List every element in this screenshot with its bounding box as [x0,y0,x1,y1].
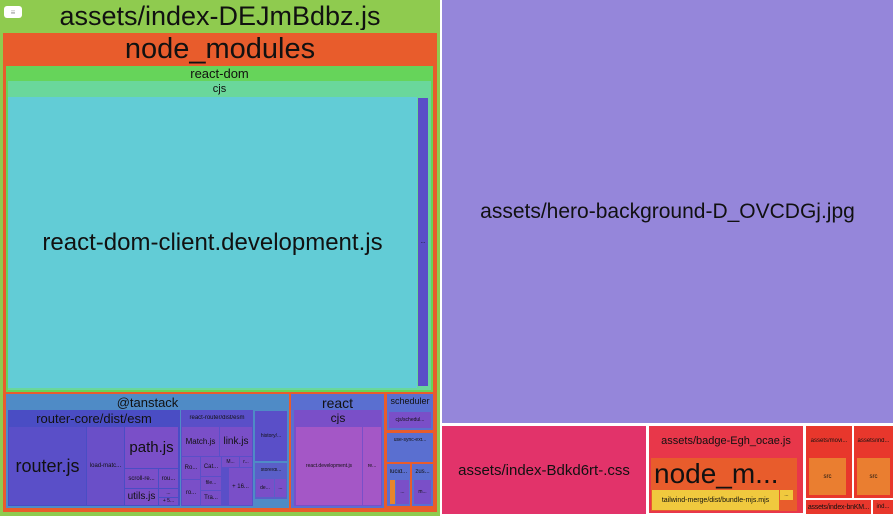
menu-button[interactable]: ≡ [4,6,22,18]
react-dom-client-label: react-dom-client.development.js [42,228,383,256]
tanstack-label: @tanstack [116,396,179,409]
ind-src-label: src [869,473,878,480]
dots2[interactable]: ... [275,479,286,497]
hero-label: assets/hero-background-D_OVCDGj.jpg [480,200,855,223]
de-label: de... [260,484,270,491]
ro1-label: Ro... [184,465,198,471]
zustand-m[interactable]: m... [414,480,431,504]
file-label: file... [205,480,217,486]
react-dom-label: react-dom [190,67,249,80]
dots[interactable]: ... [159,489,178,497]
react-re-label: re... [367,462,377,469]
react-cjs-label: cjs [330,412,346,424]
react-router-label: react-router/dist/esm [189,415,245,421]
movi-src[interactable]: src [809,458,846,495]
hamburger-icon: ≡ [10,7,16,17]
ind-label: assets/ind... [857,438,890,444]
path-js[interactable]: path.js [125,427,178,468]
ind2-label: ind... [876,504,890,510]
utils-js-label: utils.js [127,491,156,502]
react-re[interactable]: re... [363,427,381,505]
chunk-index-bn[interactable]: assets/index-bnKM... [806,500,871,514]
cat[interactable]: Cat... [201,457,221,476]
react-dom-client[interactable]: react-dom-client.development.js [8,97,417,388]
ind-src[interactable]: src [857,458,890,495]
chunk-index-css[interactable]: assets/index-Bdkd6rt-.css [442,426,646,514]
tailwind-more-label: ... [784,491,789,498]
scroll-re-label: scroll-re... [128,475,155,482]
link-js-label: link.js [223,435,249,447]
movi-src-label: src [823,473,832,480]
chunk-ind2[interactable]: ind... [873,500,893,514]
badge-node-modules-label: node_m... [654,458,779,489]
dots2-label: ... [278,484,283,491]
node-modules-label: node_modules [124,35,316,64]
use-sync-label: use-sync-ext... [393,438,427,443]
chunk-main-js-label: assets/index-DEJmBdbz.js [59,3,381,30]
rou-label: rou... [161,475,176,482]
store-label: store/di... [260,468,282,473]
react-label: react [321,396,354,410]
lucide-more-label: ... [400,488,405,495]
css-label: assets/index-Bdkd6rt-.css [458,461,630,479]
plus5[interactable]: + 5... [159,498,178,505]
badge-label: assets/badge-Egh_ocae.js [661,436,791,447]
tailwind-label: tailwind-merge/dist/bundle-mjs.mjs [661,496,770,504]
use-sync[interactable]: use-sync-ext... [387,433,433,462]
lucide-orange[interactable] [390,480,395,504]
dots-label: ... [166,489,171,496]
plus16-label: + 16... [232,483,249,490]
r[interactable]: r... [240,457,252,467]
lucide-label: lucid... [389,469,408,475]
cat-label: Cat... [203,463,219,470]
chunk-hero-jpg[interactable]: assets/hero-background-D_OVCDGj.jpg [442,0,893,423]
scheduler-cjs-label: cjs/schedul... [395,416,425,423]
zustand-m-label: m... [418,488,427,495]
scroll-re[interactable]: scroll-re... [125,469,158,488]
load-match[interactable]: load-matc... [87,427,124,505]
history-label: history/... [260,432,282,439]
history[interactable]: history/... [255,411,287,461]
index-bn-label: assets/index-bnKM... [807,503,870,511]
tra[interactable]: Tra... [201,491,221,505]
tra-label: Tra... [204,495,218,501]
match-js-label: Match.js [185,436,216,446]
load-match-label: load-matc... [89,463,122,469]
link-js[interactable]: link.js [220,427,252,456]
tailwind-more[interactable]: ... [780,490,793,500]
ro2-label: ro... [185,489,197,496]
react-development[interactable]: react.development.js [296,427,362,505]
path-js-label: path.js [129,439,174,456]
react-dom-more[interactable]: ... [418,98,428,386]
match-js[interactable]: Match.js [182,427,219,456]
router-js[interactable]: router.js [9,427,86,505]
file[interactable]: file... [201,477,221,490]
lucide-more[interactable]: ... [396,480,409,504]
utils-js[interactable]: utils.js [125,489,158,505]
rou[interactable]: rou... [159,469,178,488]
more-label: ... [420,239,426,245]
zustand-label: zus... [415,469,430,475]
scheduler-label: scheduler [390,397,430,406]
plus16[interactable]: + 16... [229,468,252,505]
react-dev-label: react.development.js [305,462,353,469]
react-dom-cjs-label: cjs [212,84,227,95]
ro2[interactable]: ro... [182,480,200,505]
plus5-label: + 5... [162,498,175,504]
ro1[interactable]: Ro... [182,457,200,479]
r-label: r... [243,458,249,465]
scheduler-cjs[interactable]: cjs/schedul... [389,412,431,428]
router-core-label: router-core/dist/esm [36,412,152,425]
router-js-label: router.js [15,456,80,476]
de[interactable]: de... [256,479,274,497]
movi-label: assets/movi... [810,438,848,444]
m[interactable]: M... [222,457,239,467]
m-label: M... [226,458,235,465]
tailwind-merge[interactable]: tailwind-merge/dist/bundle-mjs.mjs [652,490,779,510]
